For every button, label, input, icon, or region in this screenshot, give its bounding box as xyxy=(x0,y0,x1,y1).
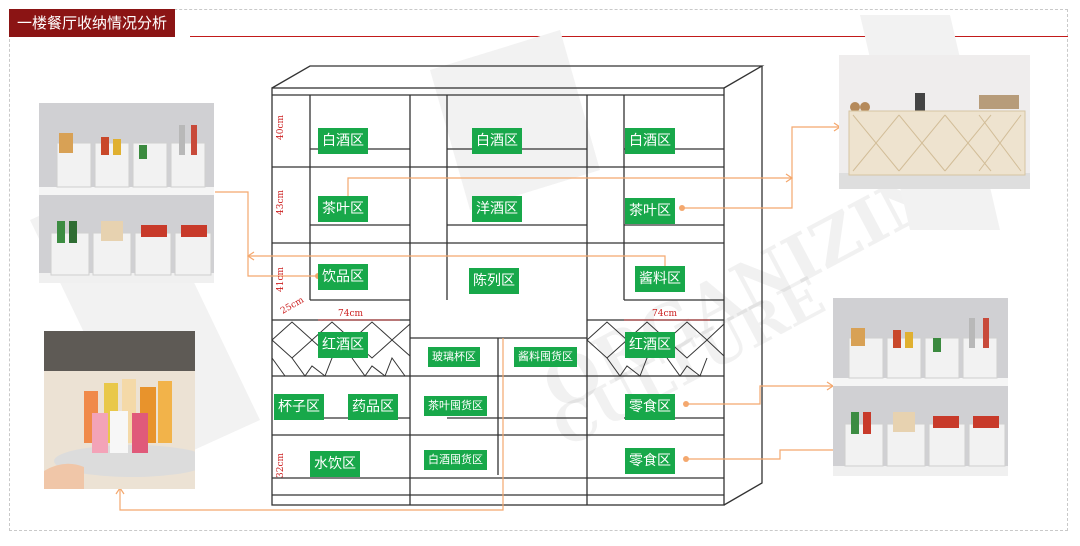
zone-beizi: 杯子区 xyxy=(274,394,324,420)
height-40cm-label: 40cm xyxy=(276,114,286,140)
zone-lingshi-2: 零食区 xyxy=(625,448,675,474)
height-32cm-label: 32cm xyxy=(276,452,286,478)
zone-yaopin: 药品区 xyxy=(348,394,398,420)
height-41cm-label: 41cm xyxy=(276,266,286,292)
connector-lines xyxy=(119,126,840,511)
page-frame xyxy=(9,9,1068,531)
width-74cm-left-label: 74cm xyxy=(338,309,364,319)
zone-baijiu-tun: 白酒囤货区 xyxy=(424,450,487,470)
zone-chaye-1: 茶叶区 xyxy=(318,196,368,222)
width-74cm-right-label: 74cm xyxy=(652,309,678,319)
photo-storage-boxes-left xyxy=(39,103,214,283)
height-43cm-label: 43cm xyxy=(276,189,286,215)
zone-hongjiu-1: 红酒区 xyxy=(318,332,368,358)
zone-chaye-tun: 茶叶囤货区 xyxy=(424,396,487,416)
zone-shuiyin: 水饮区 xyxy=(310,451,360,477)
zone-lingshi-1: 零食区 xyxy=(625,394,675,420)
zone-baijiu-2: 白酒区 xyxy=(472,128,522,154)
zone-jiangliao-tun: 酱料囤货区 xyxy=(514,347,577,367)
zone-baijiu-1: 白酒区 xyxy=(318,128,368,154)
zone-chenlie: 陈列区 xyxy=(469,268,519,294)
zone-chaye-2: 茶叶区 xyxy=(625,198,675,224)
photo-woven-basket xyxy=(839,55,1030,189)
zone-jiangliao: 酱料区 xyxy=(635,266,685,292)
zone-hongjiu-2: 红酒区 xyxy=(625,332,675,358)
zone-yinpin: 饮品区 xyxy=(318,264,368,290)
photo-storage-boxes-right xyxy=(833,298,1008,476)
zone-baijiu-3: 白酒区 xyxy=(625,128,675,154)
title-underline xyxy=(190,36,1068,37)
photo-lazy-susan xyxy=(44,331,195,489)
zone-boli: 玻璃杯区 xyxy=(428,347,480,367)
zone-yangjiu: 洋酒区 xyxy=(472,196,522,222)
page-title: 一楼餐厅收纳情况分析 xyxy=(9,9,176,37)
